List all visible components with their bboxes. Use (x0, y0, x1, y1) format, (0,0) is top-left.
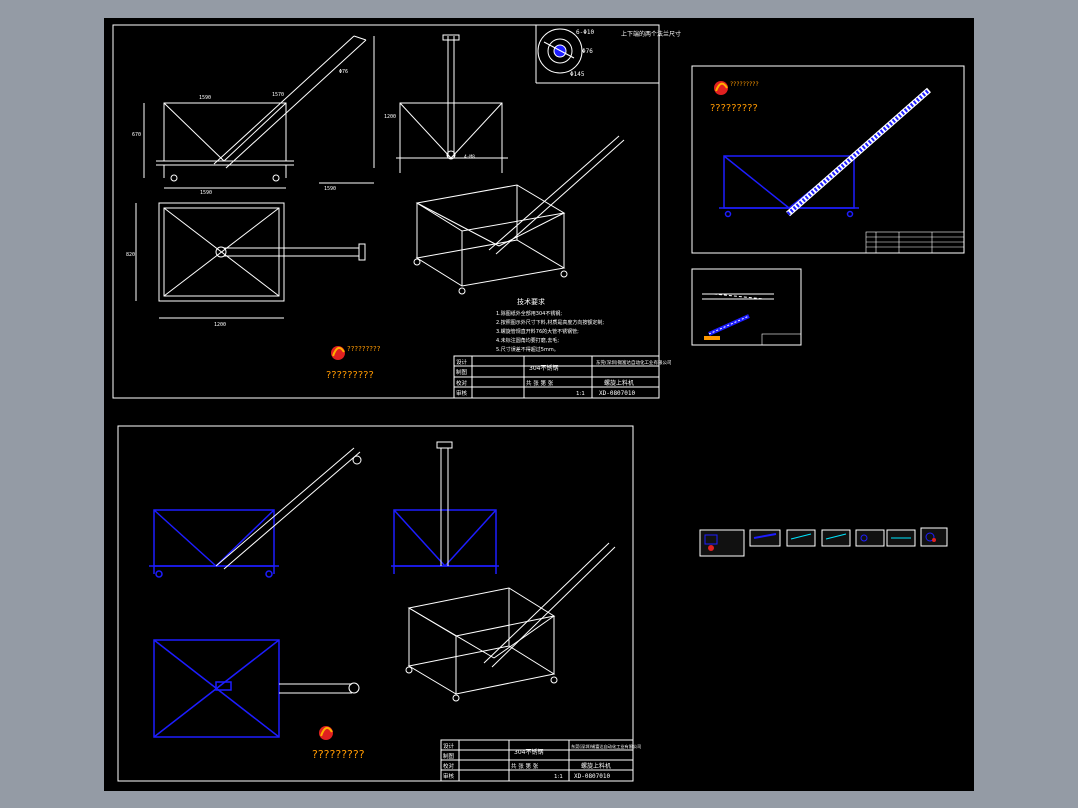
svg-text:1200: 1200 (384, 114, 396, 120)
tech-line-2: 2.按照图示外尺寸下料,材质是高度方向按额定制; (496, 319, 604, 326)
sheet-3[interactable]: ????????? 设计 制图 校对 审核 304不锈钢 共 张 第 张 1:1… (117, 425, 641, 782)
plan-view (135, 202, 366, 319)
logo-text: ????????? (326, 370, 374, 381)
flange-dim-inner: Φ76 (582, 48, 593, 55)
sheet-2-hopper (719, 155, 859, 218)
thumbnail-3[interactable] (786, 529, 816, 547)
title-row-check: 校对 (456, 379, 468, 387)
isometric-view (413, 135, 625, 295)
front-view (143, 35, 375, 189)
sheet-3-material: 304不锈钢 (514, 748, 543, 756)
side-view (396, 34, 508, 173)
svg-text:1590: 1590 (200, 190, 212, 196)
title-block: 设计 制图 校对 审核 304不锈钢 共 张 第 张 1:1 东莞(深圳)锡富达… (453, 355, 672, 399)
thumbnail-1[interactable] (699, 529, 745, 557)
sheet-3-sheet-info: 共 张 第 张 (511, 762, 539, 770)
thumbnail-6[interactable] (886, 529, 916, 547)
logo-small-text: ????????? (347, 345, 381, 353)
sheet-3-row-approve: 审核 (443, 772, 455, 780)
sheet-2-logo-text: ????????? (710, 103, 758, 114)
company-name: 东莞(深圳)锡富达自动化工业有限公司 (596, 359, 672, 366)
flange-note: 上下端的两个法兰尺寸 (621, 30, 681, 38)
sheet-3-title-block: 设计 制图 校对 审核 304不锈钢 共 张 第 张 1:1 东莞(深圳)锡富达… (440, 739, 641, 782)
side-view-note: 4-M8 (464, 154, 475, 160)
sheet-3-scale: 1:1 (554, 774, 563, 780)
scale: 1:1 (576, 391, 585, 397)
sheet-1-frame (112, 24, 660, 399)
sheet-1[interactable]: 1590 670 1570 1200 Φ76 1590 1590 4-M8 (112, 24, 681, 399)
sheet-3-plan-view (153, 639, 280, 738)
sheet-2-screw (786, 87, 931, 217)
sheet-3-row-check: 校对 (443, 762, 455, 770)
sheet-3-row-design: 设计 (443, 742, 455, 750)
sheet-3-plan-pipe (279, 682, 360, 694)
title-row-design: 设计 (456, 358, 468, 366)
material: 304不锈钢 (529, 364, 558, 372)
front-view-dims: 1590 670 1570 1200 Φ76 1590 1590 (132, 69, 396, 196)
sheet-2-logo: ????????? ????????? (710, 81, 759, 114)
svg-text:Φ76: Φ76 (339, 69, 348, 75)
tech-line-1: 1.除图纸外全部用304不锈钢; (496, 310, 562, 317)
flange-detail: 6-Φ10 Φ76 Φ145 上下端的两个法兰尺寸 (535, 25, 681, 84)
tech-line-3: 3.螺旋管规直开料76的大管不锈钢管; (496, 328, 579, 335)
technical-requirements: 技术要求 1.除图纸外全部用304不锈钢; 2.按照图示外尺寸下料,材质是高度方… (496, 297, 604, 353)
thumbnail-5[interactable] (855, 529, 885, 547)
svg-text:1590: 1590 (324, 186, 336, 192)
thumbnail-7[interactable] (920, 527, 948, 547)
thumbnail-4[interactable] (821, 529, 851, 547)
sheet-2-title-block (865, 231, 965, 254)
drawing-title: 螺旋上料机 (604, 379, 634, 387)
sheet-info: 共 张 第 张 (526, 379, 554, 387)
sheet-3-front-screw (215, 447, 362, 570)
company-logo: ????????? ????????? (326, 345, 381, 381)
sheet-3-isometric (405, 542, 616, 702)
cad-drawing: 1590 670 1570 1200 Φ76 1590 1590 4-M8 (112, 24, 965, 782)
drawing-number: XD-0807010 (599, 390, 636, 397)
sheet-3-side-view (391, 509, 499, 574)
title-row-approve: 审核 (456, 389, 468, 397)
tech-title: 技术要求 (517, 297, 545, 306)
sheet-3-drawing-title: 螺旋上料机 (581, 762, 611, 770)
thumbnail-strip[interactable] (699, 527, 948, 557)
sheet-3-drawing-number: XD-0807010 (574, 773, 611, 780)
flange-dim-outer: Φ145 (570, 71, 585, 78)
sheet-3-front-view (149, 509, 279, 578)
tech-line-4: 4.未标注圆角均要打磨,去毛; (496, 337, 559, 344)
sheet-small[interactable] (691, 268, 802, 346)
sheet-2-logo-small: ????????? (730, 81, 759, 88)
plan-dim-width: 820 (126, 252, 135, 258)
sheet-2[interactable]: ????????? ????????? (691, 65, 965, 254)
title-row-draw: 制图 (456, 368, 468, 376)
tech-line-5: 5.尺寸误差不得超过5mm。 (496, 346, 559, 353)
sheet-3-company: 东莞(深圳)锡富达自动化工业有限公司 (571, 743, 641, 750)
svg-text:1590: 1590 (199, 95, 211, 101)
plan-dim-length: 1200 (214, 322, 226, 328)
cad-drawing-canvas[interactable]: 1590 670 1570 1200 Φ76 1590 1590 4-M8 (104, 18, 974, 791)
thumbnail-2[interactable] (749, 529, 781, 547)
sheet-3-logo: ????????? (312, 726, 365, 761)
flange-dim-holes: 6-Φ10 (576, 29, 594, 36)
svg-text:1570: 1570 (272, 92, 284, 98)
svg-text:670: 670 (132, 132, 141, 138)
sheet-3-side-pipe (436, 441, 453, 566)
sheet-3-row-draw: 制图 (443, 752, 455, 760)
sheet-3-logo-text: ????????? (312, 748, 365, 761)
